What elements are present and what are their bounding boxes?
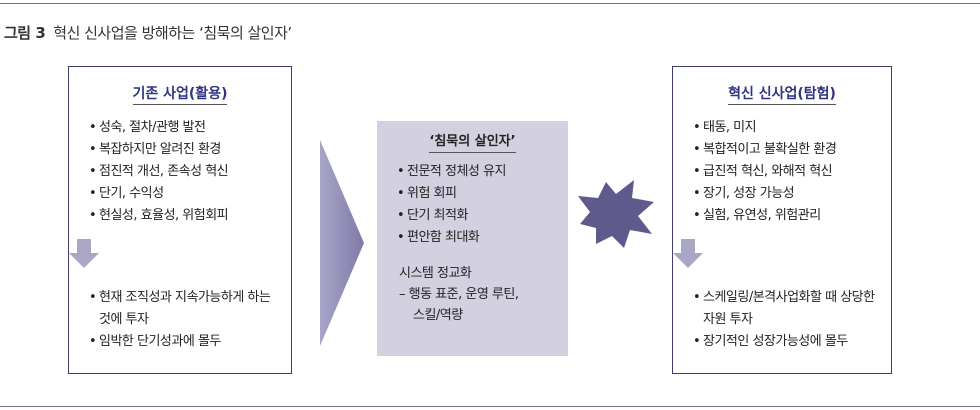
system-line: – 행동 표준, 운영 루틴, — [399, 287, 519, 302]
list-item: 위험 회피 — [397, 183, 568, 205]
figure-label: 그림 3 — [4, 24, 46, 42]
silent-killer-box: ‘침묵의 살인자’ 전문적 정체성 유지 위험 회피 단기 최적화 편안함 최대… — [377, 121, 568, 356]
list-item: 복잡하지만 알려진 환경 — [89, 139, 291, 161]
list-item: 임박한 단기성과에 몰두 — [89, 331, 277, 353]
down-arrow-icon — [69, 239, 99, 268]
list-item: 현실성, 효율성, 위험회피 — [89, 205, 291, 227]
list-item: 전문적 정체성 유지 — [397, 161, 568, 183]
figure-title: 혁신 신사업을 방해하는 ‘침묵의 살인자’ — [53, 24, 292, 42]
box-title: 혁신 신사업(탐험) — [728, 86, 836, 105]
box-title: ‘침묵의 살인자’ — [429, 134, 516, 153]
system-line: 스킬/역량 — [413, 308, 463, 323]
list-item: 단기, 수익성 — [89, 183, 291, 205]
list-item: 성숙, 절차/관행 발전 — [89, 117, 291, 139]
list-item: 장기적인 성장가능성에 몰두 — [693, 331, 877, 353]
top-rule — [0, 3, 980, 4]
box-title: 기존 사업(활용) — [132, 86, 228, 105]
list-item: 스케일링/본격사업화할 때 상당한 자원 투자 — [693, 287, 877, 331]
list-item: 단기 최적화 — [397, 205, 568, 227]
list-item: 장기, 성장 가능성 — [693, 183, 891, 205]
existing-business-box: 기존 사업(활용) 성숙, 절차/관행 발전 복잡하지만 알려진 환경 점진적 … — [68, 66, 292, 374]
burst-icon — [578, 180, 654, 248]
list-item: 복합적이고 불확실한 환경 — [693, 139, 891, 161]
figure-caption: 그림 3 혁신 신사업을 방해하는 ‘침묵의 살인자’ — [4, 22, 292, 43]
list-item: 편안함 최대화 — [397, 227, 568, 249]
down-arrow-icon — [673, 239, 703, 268]
list-item: 태동, 미지 — [693, 117, 891, 139]
list-item: 급진적 혁신, 와해적 혁신 — [693, 161, 891, 183]
list-item: 현재 조직성과 지속가능하게 하는 것에 투자 — [89, 287, 277, 331]
bottom-rule — [0, 406, 980, 407]
list-item: 점진적 개선, 존속성 혁신 — [89, 161, 291, 183]
list-item: 실험, 유연성, 위험관리 — [693, 205, 891, 227]
innovation-business-box: 혁신 신사업(탐험) 태동, 미지 복합적이고 불확실한 환경 급진적 혁신, … — [672, 66, 892, 374]
right-chevron-arrow-icon — [320, 140, 364, 346]
system-title: 시스템 정교화 — [399, 266, 472, 281]
